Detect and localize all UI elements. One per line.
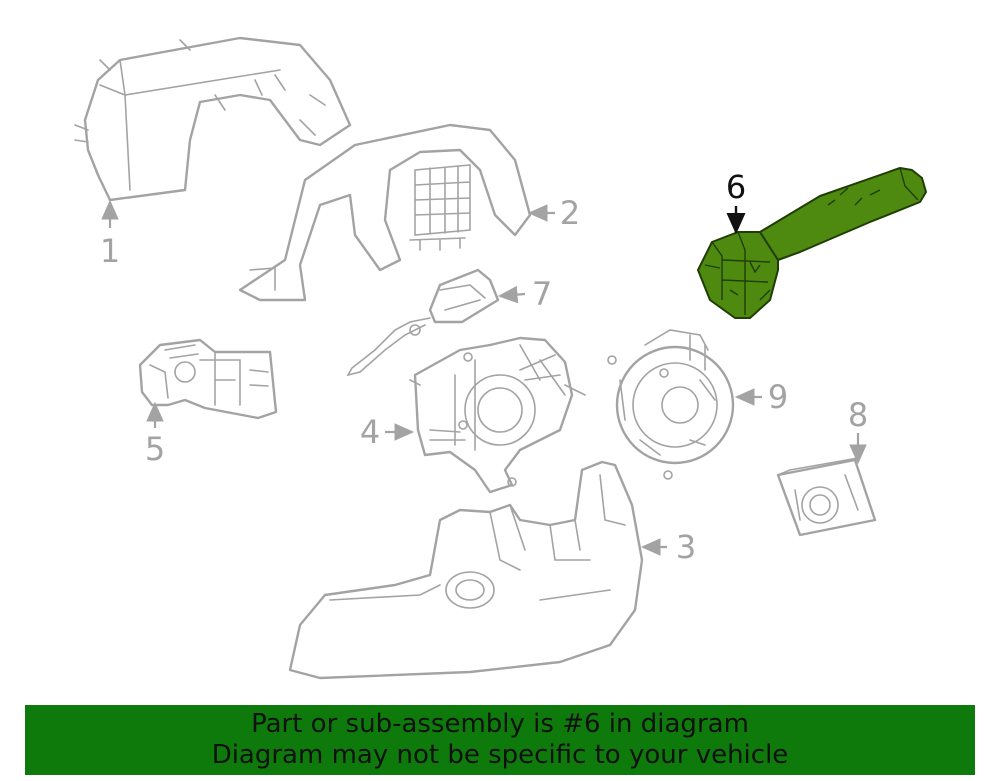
callout-4-label: 4 (360, 413, 380, 451)
callout-7-label: 7 (532, 275, 552, 313)
parts-diagram: 1 2 3 4 5 6 7 8 9 (74, 36, 927, 680)
part-9-clockspring[interactable] (607, 329, 735, 480)
callout-2: 2 (527, 194, 580, 232)
callout-5: 5 (145, 401, 165, 468)
callout-9-label: 9 (768, 378, 788, 416)
banner-line-1: Part or sub-assembly is #6 in diagram (251, 709, 749, 739)
callout-4: 4 (360, 413, 415, 451)
part-4-lock-housing[interactable] (409, 336, 586, 494)
callout-8-label: 8 (848, 396, 868, 434)
part-8-module[interactable] (776, 457, 877, 537)
callout-1: 1 (100, 199, 120, 270)
callout-2-label: 2 (560, 194, 580, 232)
part-3-lower-shroud[interactable] (288, 460, 644, 680)
callout-6-label: 6 (726, 168, 746, 206)
banner-line-2: Diagram may not be specific to your vehi… (211, 740, 789, 770)
part-6-turn-signal-switch[interactable] (697, 167, 927, 319)
part-5-left-switch[interactable] (138, 338, 278, 420)
callout-9: 9 (734, 378, 788, 416)
callout-3: 3 (640, 528, 696, 566)
callout-1-label: 1 (100, 232, 120, 270)
part-1-upper-cover[interactable] (74, 36, 352, 202)
callout-8: 8 (848, 396, 868, 465)
callout-7: 7 (497, 275, 552, 313)
callout-5-label: 5 (145, 430, 165, 468)
callout-6: 6 (726, 168, 746, 235)
info-banner: Part or sub-assembly is #6 in diagram Di… (25, 705, 975, 775)
part-2-column-bracket[interactable] (238, 123, 532, 302)
part-7-clip[interactable] (346, 268, 500, 377)
callout-3-label: 3 (676, 528, 696, 566)
